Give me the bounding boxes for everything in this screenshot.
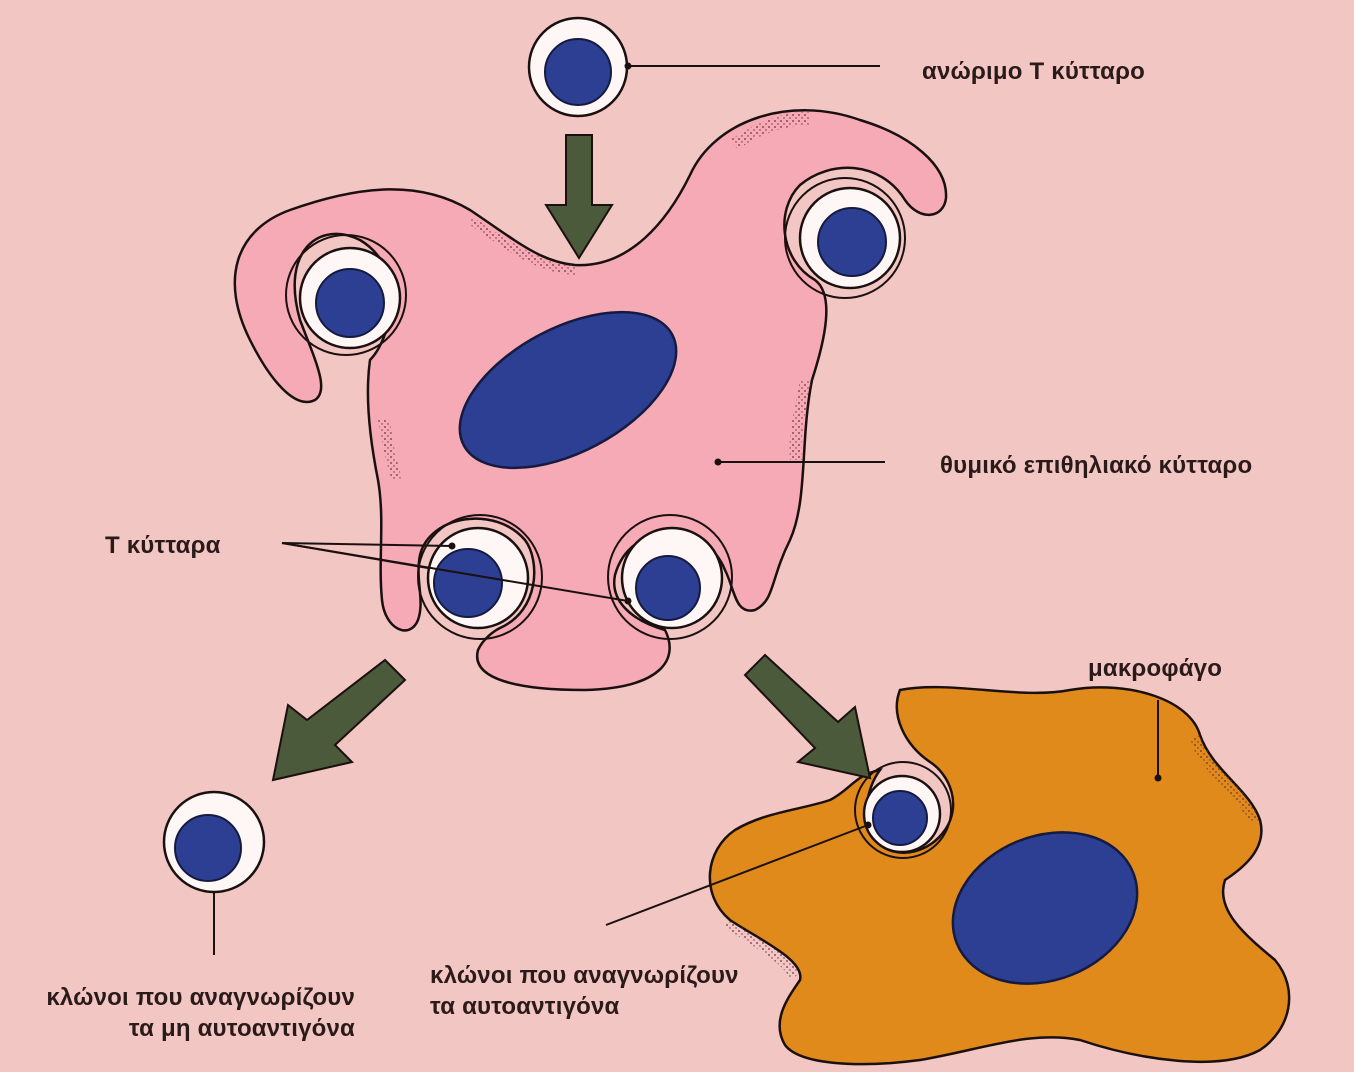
label-self-clones-line2: τα αυτοαντιγόνα xyxy=(430,991,739,1022)
t-cell-nucleus xyxy=(175,815,241,881)
t-cell-epithelial-right xyxy=(785,178,905,298)
t-cell-immature xyxy=(529,18,627,116)
t-cell-nucleus xyxy=(316,269,384,337)
t-cell-nucleus xyxy=(434,549,502,617)
arrow-down-left xyxy=(273,660,405,780)
t-cell-nucleus xyxy=(818,208,886,276)
label-non-self-clones-line1: κλώνοι που αναγνωρίζουν xyxy=(46,982,355,1013)
label-non-self-clones-line2: τα μη αυτοαντιγόνα xyxy=(129,1013,355,1044)
arrow-down-right xyxy=(745,655,870,778)
label-macrophage: μακροφάγο xyxy=(1088,655,1222,683)
t-cell-nucleus xyxy=(636,556,700,620)
t-cell-released xyxy=(164,792,264,892)
t-cell-epithelial-left xyxy=(286,235,406,355)
label-self-clones: κλώνοι που αναγνωρίζουν τα αυτοαντιγόνα xyxy=(430,960,739,1022)
t-cell-epithelial-bottom-right xyxy=(608,515,732,639)
label-t-cells: Τ κύτταρα xyxy=(105,532,221,560)
label-non-self-clones: κλώνοι που αναγνωρίζουν τα μη αυτοαντιγό… xyxy=(10,982,355,1044)
t-cell-nucleus xyxy=(873,791,927,845)
label-thymic-epithelial-cell: θυμικό επιθηλιακό κύτταρο xyxy=(940,452,1252,480)
macrophage-cell xyxy=(710,687,1289,1064)
label-immature-t-cell: ανώριμο Τ κύτταρο xyxy=(922,58,1145,86)
label-self-clones-line1: κλώνοι που αναγνωρίζουν xyxy=(430,960,739,991)
arrow-down xyxy=(546,135,612,258)
t-cell-nucleus xyxy=(545,39,611,105)
